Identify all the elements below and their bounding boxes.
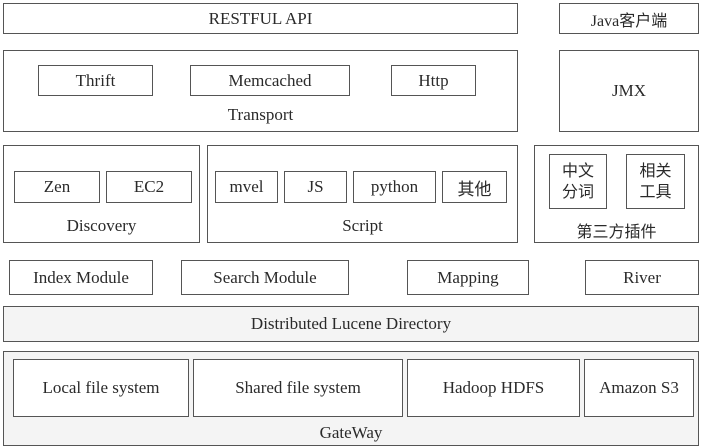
amazon-s3-label: Amazon S3 [599, 378, 679, 397]
mapping-label: Mapping [437, 267, 499, 287]
gateway-box: Local file system Shared file system Had… [3, 351, 699, 446]
http-box: Http [391, 65, 476, 96]
script-label: Script [342, 216, 383, 235]
local-fs-label: Local file system [42, 378, 160, 397]
restful-api-label: RESTFUL API [208, 8, 313, 28]
js-box: JS [284, 171, 347, 203]
shared-fs-label: Shared file system [235, 378, 361, 397]
ec2-box: EC2 [106, 171, 192, 203]
zen-label: Zen [43, 177, 71, 196]
search-module-box: Search Module [181, 260, 349, 295]
river-box: River [585, 260, 699, 295]
search-module-label: Search Module [213, 267, 317, 287]
other-label: 其他 [457, 179, 492, 199]
transport-label: Transport [227, 105, 294, 124]
zen-box: Zen [14, 171, 100, 203]
other-box: 其他 [442, 171, 507, 203]
distributed-lucene-box: Distributed Lucene Directory [3, 306, 699, 342]
hadoop-hdfs-label: Hadoop HDFS [442, 378, 545, 397]
mvel-box: mvel [215, 171, 278, 203]
amazon-s3-box: Amazon S3 [584, 359, 694, 417]
tools-line1: 相关 [639, 162, 672, 180]
tokenizer-box: 中文 分词 [549, 154, 607, 209]
http-label: Http [418, 70, 449, 90]
memcached-box: Memcached [190, 65, 350, 96]
thrift-box: Thrift [38, 65, 153, 96]
index-module-label: Index Module [33, 267, 129, 287]
tokenizer-line1: 中文 [561, 162, 594, 180]
discovery-box: Zen EC2 Discovery [3, 145, 200, 243]
tools-line2: 工具 [639, 183, 672, 201]
tools-box: 相关 工具 [626, 154, 685, 209]
index-module-box: Index Module [9, 260, 153, 295]
hadoop-hdfs-box: Hadoop HDFS [407, 359, 580, 417]
restful-api-box: RESTFUL API [3, 3, 518, 34]
mapping-box: Mapping [407, 260, 529, 295]
jmx-label: JMX [611, 81, 646, 100]
java-client-label: Java客户端 [590, 12, 668, 30]
memcached-label: Memcached [228, 70, 312, 90]
js-label: JS [307, 177, 324, 196]
tokenizer-line2: 分词 [561, 183, 594, 201]
discovery-label: Discovery [66, 216, 137, 235]
plugins-label: 第三方插件 [576, 224, 657, 241]
gateway-label: GateWay [319, 423, 383, 442]
plugins-box: 中文 分词 相关 工具 第三方插件 [534, 145, 699, 243]
distributed-lucene-label: Distributed Lucene Directory [250, 314, 452, 333]
jmx-box: JMX [559, 50, 699, 132]
mvel-label: mvel [229, 177, 264, 196]
transport-box: Thrift Memcached Http Transport [3, 50, 518, 132]
river-label: River [623, 267, 661, 287]
java-client-box: Java客户端 [559, 3, 699, 34]
shared-fs-box: Shared file system [193, 359, 403, 417]
thrift-label: Thrift [75, 70, 116, 90]
script-box: mvel JS python 其他 Script [207, 145, 518, 243]
ec2-label: EC2 [133, 177, 165, 196]
python-box: python [353, 171, 436, 203]
python-label: python [370, 177, 419, 196]
local-fs-box: Local file system [13, 359, 189, 417]
